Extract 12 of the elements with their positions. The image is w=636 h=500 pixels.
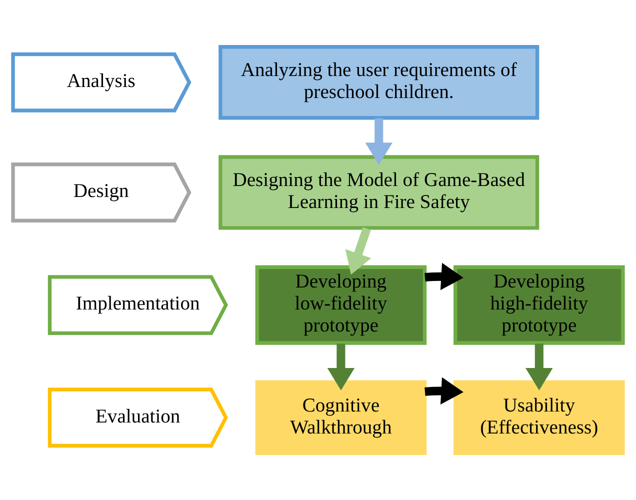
node-box: Designing the Model of Game-Based Learning in Fire Safety bbox=[218, 155, 540, 230]
node-box: Developing low-fidelity prototype bbox=[255, 265, 427, 345]
node-box: Usability (Effectiveness) bbox=[454, 380, 625, 455]
arrow bbox=[345, 227, 372, 275]
node-box: Developing high-fidelity prototype bbox=[454, 265, 625, 345]
node-box: Analyzing the user requirements of preschool children. bbox=[218, 45, 540, 120]
arrow bbox=[365, 118, 392, 165]
arrow bbox=[327, 344, 355, 390]
node-box: Cognitive Walkthrough bbox=[255, 380, 427, 455]
arrow bbox=[424, 377, 464, 404]
arrow bbox=[424, 262, 464, 290]
arrow bbox=[526, 344, 553, 390]
